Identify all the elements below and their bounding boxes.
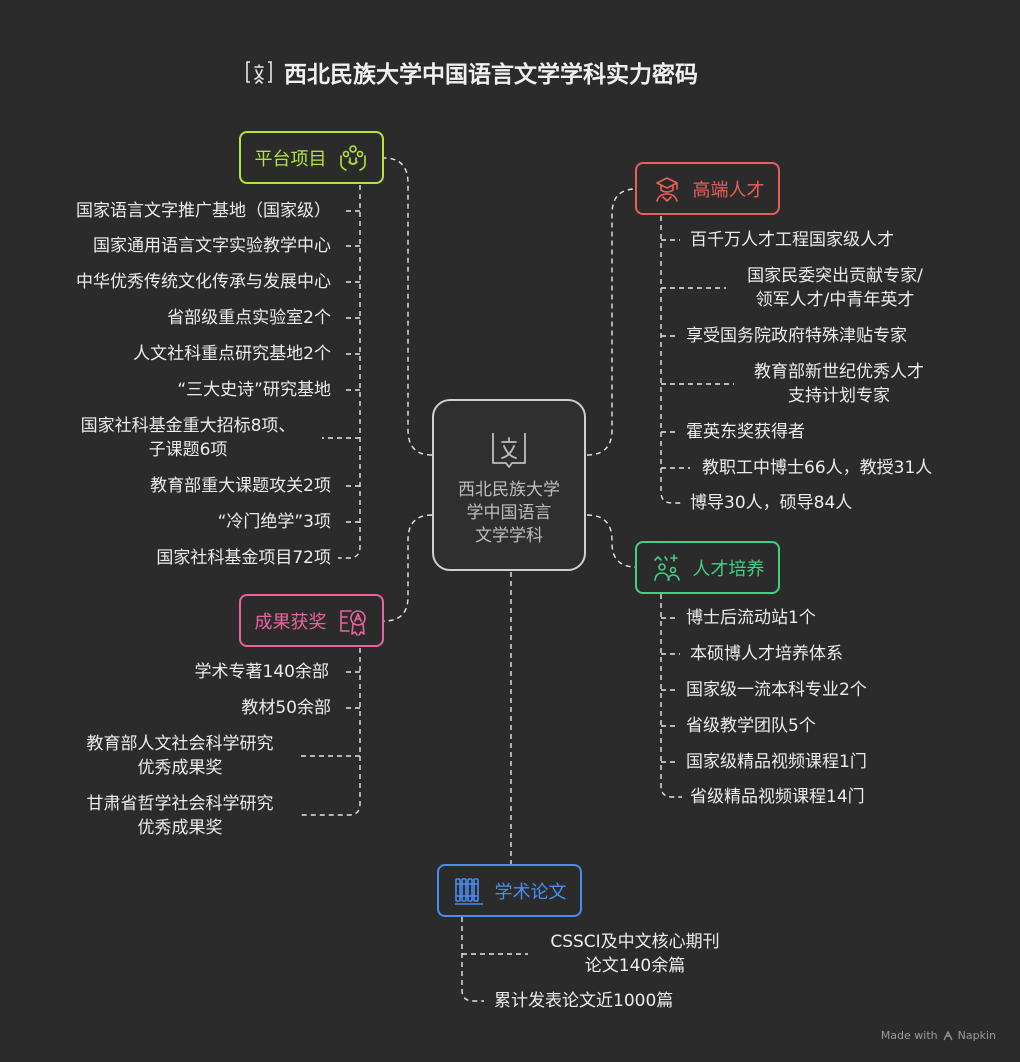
category-platform-label: 平台项目	[254, 148, 327, 170]
talent-item: 教育部新世纪优秀人才 支持计划专家	[736, 360, 942, 408]
napkin-brand-text: Napkin	[957, 1029, 996, 1042]
papers-item-line: 论文140余篇	[584, 956, 686, 976]
platform-item: 国家通用语言文字实验教学中心	[93, 236, 331, 256]
awards-item: 教材50余部	[241, 698, 331, 718]
category-papers: 学术论文	[437, 864, 582, 917]
platform-item: 中华优秀传统文化传承与发展中心	[76, 272, 331, 292]
team-hands-icon	[339, 144, 366, 171]
center-line-3: 文学学科	[475, 526, 543, 546]
training-item: 国家级精品视频课程1门	[686, 752, 867, 772]
awards-item: 甘肃省哲学社会科学研究 优秀成果奖	[60, 792, 300, 840]
category-awards: 成果获奖	[239, 594, 384, 647]
talent-item: 教职工中博士66人，教授31人	[702, 458, 933, 478]
category-platform: 平台项目	[239, 131, 384, 184]
made-with-napkin: Made with Napkin	[881, 1029, 996, 1042]
translate-icon	[246, 61, 272, 84]
platform-item-line: 国家社科基金重大招标8项、	[80, 416, 296, 436]
talent-item: 百千万人才工程国家级人才	[690, 230, 894, 250]
center-line-2: 学中国语言	[466, 503, 552, 523]
made-with-text: Made with	[880, 1029, 938, 1042]
platform-item-line: 子课题6项	[148, 440, 228, 460]
talent-item: 博导30人，硕导84人	[690, 493, 853, 513]
training-item: 省级精品视频课程14门	[690, 787, 865, 807]
platform-item: 国家社科基金重大招标8项、 子课题6项	[58, 414, 318, 462]
talent-item-line: 领军人才/中青年英才	[755, 290, 915, 310]
platform-item: 省部级重点实验室2个	[167, 308, 331, 328]
talent-item-line: 教育部新世纪优秀人才	[754, 362, 924, 382]
platform-item: 国家社科基金项目72项	[156, 548, 331, 568]
talent-item-line: 国家民委突出贡献专家/	[747, 266, 923, 286]
awards-item-line: 优秀成果奖	[137, 818, 223, 838]
platform-item: “三大史诗”研究基地	[177, 380, 331, 400]
awards-item: 学术专著140余部	[194, 662, 329, 682]
title-text: 西北民族大学中国语言文学学科实力密码	[284, 62, 698, 88]
award-certificate-icon	[339, 609, 366, 636]
awards-item-line: 优秀成果奖	[137, 758, 223, 778]
category-training-label: 人才培养	[692, 558, 765, 580]
bookshelf-icon	[454, 877, 483, 905]
center-node: 西北民族大学 学中国语言 文学学科	[432, 399, 586, 571]
napkin-logo-icon	[943, 1030, 953, 1040]
category-talent: 高端人才	[635, 162, 780, 215]
book-language-icon	[492, 433, 526, 468]
platform-item: 国家语言文字推广基地（国家级）	[76, 201, 331, 221]
papers-item: CSSCI及中文核心期刊 论文140余篇	[530, 930, 740, 978]
scholar-icon	[655, 176, 678, 202]
platform-item: 教育部重大课题攻关2项	[150, 476, 331, 496]
training-item: 省级教学团队5个	[686, 716, 816, 736]
awards-item-line: 甘肃省哲学社会科学研究	[86, 794, 274, 814]
category-talent-label: 高端人才	[692, 179, 765, 201]
talent-item: 霍英东奖获得者	[686, 422, 805, 442]
training-item: 国家级一流本科专业2个	[686, 680, 867, 700]
center-line-1: 西北民族大学	[458, 480, 560, 500]
awards-item-line: 教育部人文社会科学研究	[86, 734, 274, 754]
awards-item: 教育部人文社会科学研究 优秀成果奖	[60, 732, 300, 780]
diagram-title: 西北民族大学中国语言文学学科实力密码	[244, 56, 698, 88]
platform-item: 人文社科重点研究基地2个	[133, 344, 331, 364]
platform-item: “冷门绝学”3项	[217, 512, 331, 532]
category-awards-label: 成果获奖	[254, 611, 327, 633]
growth-people-icon	[653, 553, 680, 581]
papers-item: 累计发表论文近1000篇	[494, 991, 674, 1011]
talent-item-line: 支持计划专家	[788, 386, 890, 406]
papers-item-line: CSSCI及中文核心期刊	[550, 932, 720, 952]
category-papers-label: 学术论文	[494, 881, 567, 903]
talent-item: 国家民委突出贡献专家/ 领军人才/中青年英才	[730, 264, 940, 312]
talent-item: 享受国务院政府特殊津贴专家	[686, 326, 907, 346]
training-item: 本硕博人才培养体系	[690, 644, 843, 664]
training-item: 博士后流动站1个	[686, 608, 816, 628]
category-training: 人才培养	[635, 541, 780, 594]
